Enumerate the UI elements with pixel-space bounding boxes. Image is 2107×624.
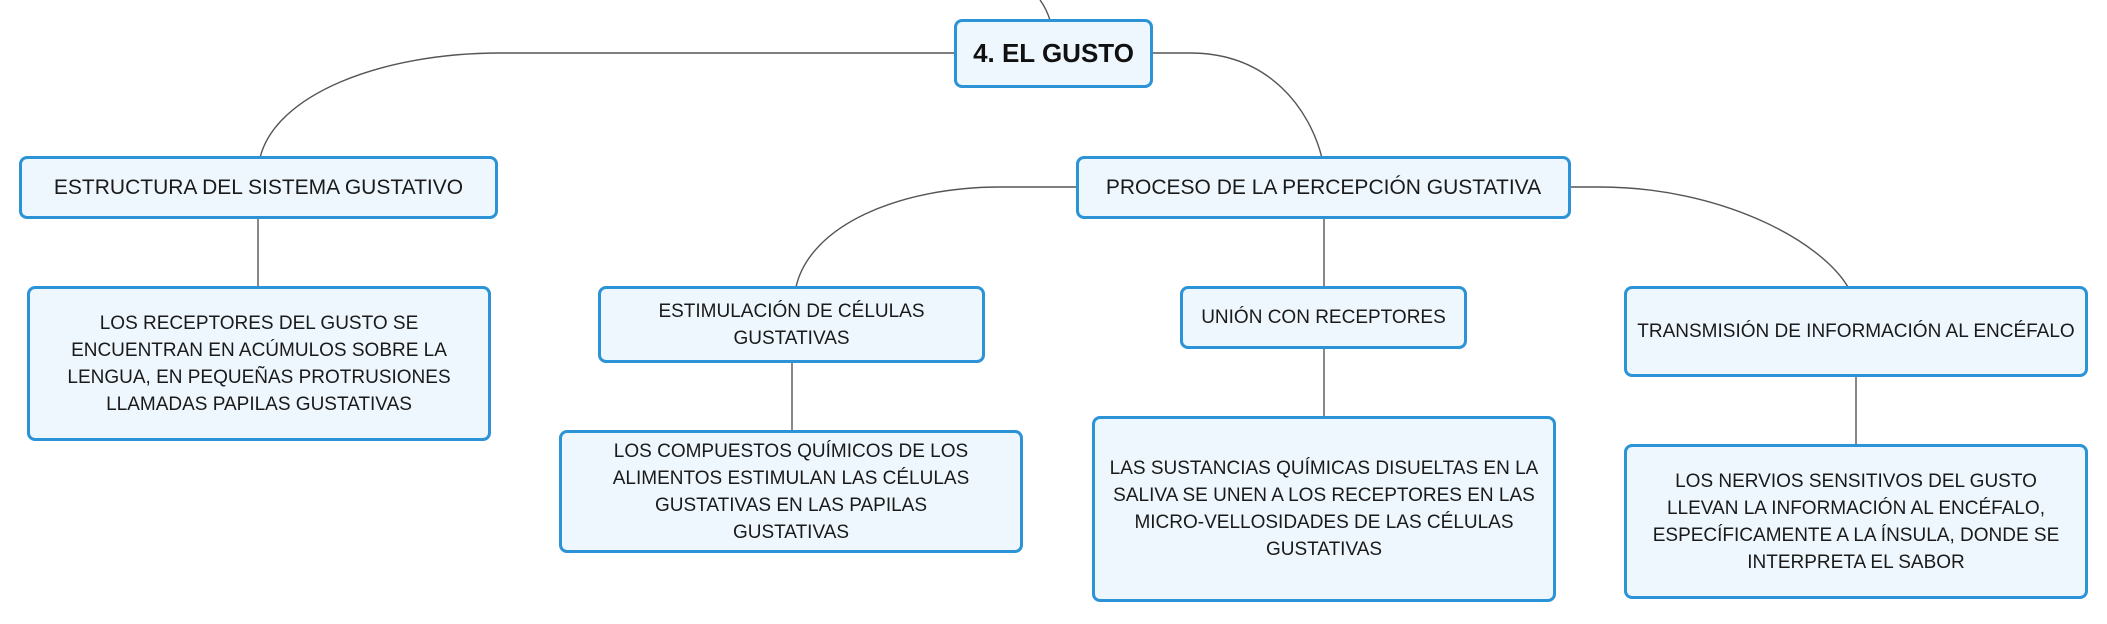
step-transmission-detail-node[interactable]: LOS NERVIOS SENSITIVOS DEL GUSTO LLEVAN … [1624,444,2088,599]
root-topic-label: 4. EL GUSTO [973,38,1134,68]
step-transmission-node[interactable]: TRANSMISIÓN DE INFORMACIÓN AL ENCÉFALO [1624,286,2088,377]
step-binding-detail-node[interactable]: LAS SUSTANCIAS QUÍMICAS DISUELTAS EN LA … [1092,416,1556,602]
structure-detail-text: LOS RECEPTORES DEL GUSTO SE ENCUENTRAN E… [67,312,451,415]
topic-structure-label: ESTRUCTURA DEL SISTEMA GUSTATIVO [53,176,464,199]
step-transmission-detail-text: LOS NERVIOS SENSITIVOS DEL GUSTO LLEVAN … [1652,470,2060,573]
step-transmission-label: TRANSMISIÓN DE INFORMACIÓN AL ENCÉFALO [1637,321,2075,342]
step-binding-node[interactable]: UNIÓN CON RECEPTORES [1180,286,1467,349]
step-binding-detail-text: LAS SUSTANCIAS QUÍMICAS DISUELTAS EN LA … [1109,458,1539,560]
connector-process-to-step1 [795,186,1077,288]
step-stimulation-node[interactable]: ESTIMULACIÓN DE CÉLULAS GUSTATIVAS [598,286,985,363]
connector-process-to-step3 [1569,186,1849,288]
connector-root-to-process [1150,52,1323,159]
topic-structure-node[interactable]: ESTRUCTURA DEL SISTEMA GUSTATIVO [19,156,498,219]
step-stimulation-label: ESTIMULACIÓN DE CÉLULAS GUSTATIVAS [658,300,925,349]
connector-root-to-structure [259,52,955,159]
step-stimulation-detail-text: LOS COMPUESTOS QUÍMICOS DE LOS ALIMENTOS… [612,440,970,543]
root-topic-node[interactable]: 4. EL GUSTO [954,19,1153,88]
step-stimulation-detail-node[interactable]: LOS COMPUESTOS QUÍMICOS DE LOS ALIMENTOS… [559,430,1023,553]
topic-process-node[interactable]: PROCESO DE LA PERCEPCIÓN GUSTATIVA [1076,156,1571,219]
connector-parent-to-root [1039,0,1051,21]
step-binding-label: UNIÓN CON RECEPTORES [1201,307,1446,328]
topic-process-label: PROCESO DE LA PERCEPCIÓN GUSTATIVA [1105,176,1542,199]
structure-detail-node[interactable]: LOS RECEPTORES DEL GUSTO SE ENCUENTRAN E… [27,286,491,441]
